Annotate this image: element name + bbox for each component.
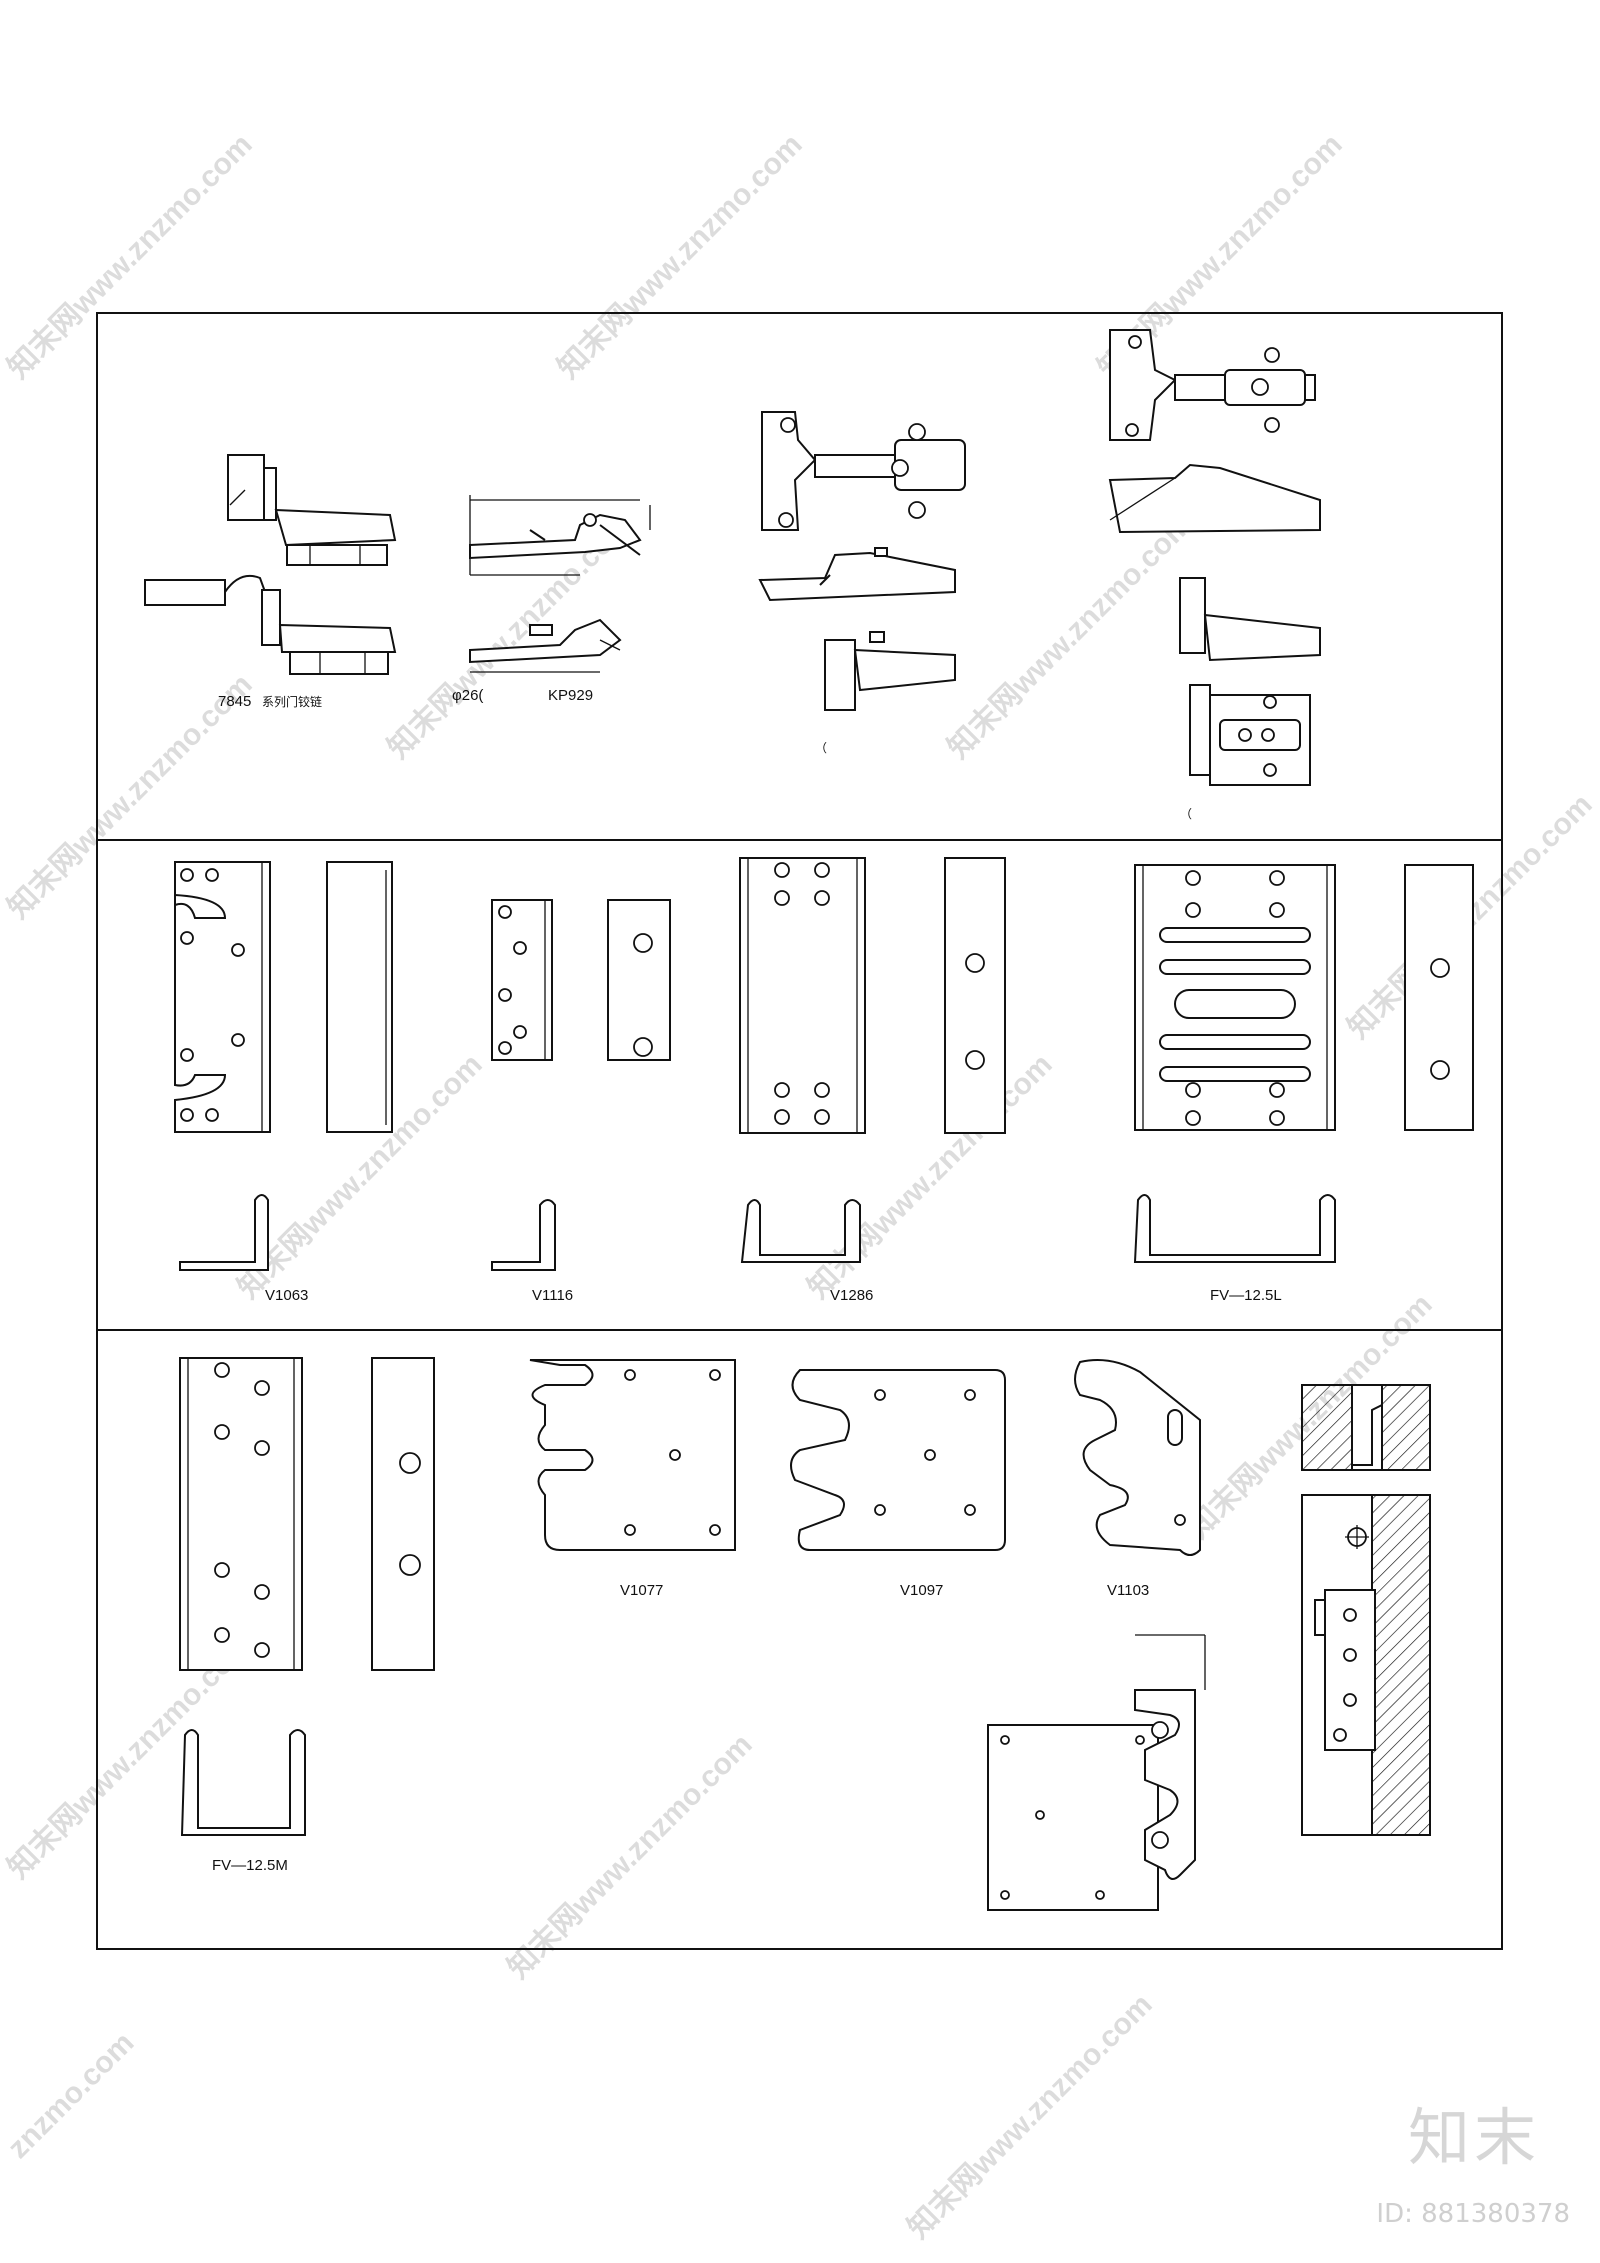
hinge-7845-drawing: 7845 系列门铰链 <box>144 454 397 710</box>
bracket-v1116-label: V1116 <box>532 1287 573 1304</box>
plate-v1077-drawing: V1077 <box>529 1359 736 1599</box>
bracket-v1063-drawing: V1063 <box>174 861 393 1304</box>
hinge-kp929-drawing: φ26( KP929 <box>452 495 651 704</box>
hinge-kp929-label-prefix: φ26( <box>452 687 483 704</box>
plate-v1103-label: V1103 <box>1107 1582 1149 1599</box>
watermark-text: 知末网www.znzmo.com <box>2 128 259 385</box>
plate-v1097-drawing: V1097 <box>790 1369 1006 1599</box>
bracket-fv125l-label: FV—12.5L <box>1210 1287 1282 1304</box>
watermark-text: 知末网www.znzmo.com <box>502 1728 759 1985</box>
sheet-frame <box>96 312 1503 1950</box>
plate-v1103-drawing: V1103 <box>1074 1359 1201 1599</box>
assembly-detail-drawing <box>987 1634 1206 1911</box>
bracket-v1063-label: V1063 <box>265 1287 308 1304</box>
plate-v1097-label: V1097 <box>900 1582 943 1599</box>
bracket-fv125l-drawing: FV—12.5L <box>1133 864 1474 1304</box>
watermark-text: 知末网www.znzmo.com <box>552 128 809 385</box>
watermark-text: znzmo.com <box>2 2026 141 2165</box>
hinge-7845-label-suffix: 系列门铰链 <box>262 694 322 709</box>
watermark-text: 知末网www.znzmo.com <box>902 1988 1159 2245</box>
bracket-fv125m-drawing: FV—12.5M <box>179 1357 435 1874</box>
plate-v1077-label: V1077 <box>620 1582 663 1599</box>
bracket-v1116-drawing: V1116 <box>491 899 671 1304</box>
section-detail-drawing <box>1301 1384 1431 1836</box>
bracket-v1286-label: V1286 <box>830 1287 873 1304</box>
brand-id: ID: 881380378 <box>1376 2199 1570 2229</box>
hinge-7845-label: 7845 <box>218 693 251 710</box>
hinge-kp929-label: KP929 <box>548 687 593 704</box>
watermark-text: 知末网www.znzmo.com <box>942 508 1199 765</box>
bracket-fv125m-label: FV—12.5M <box>212 1857 288 1874</box>
brand-logo: 知末 <box>1407 2101 1540 2174</box>
hinge-3-label: （ <box>815 741 827 755</box>
hinge-3-drawing: （ <box>758 411 966 755</box>
bracket-v1286-drawing: V1286 <box>739 857 1006 1304</box>
hinge-4-label: （ <box>1180 807 1192 821</box>
hinge-4-drawing: （ <box>1108 329 1321 821</box>
